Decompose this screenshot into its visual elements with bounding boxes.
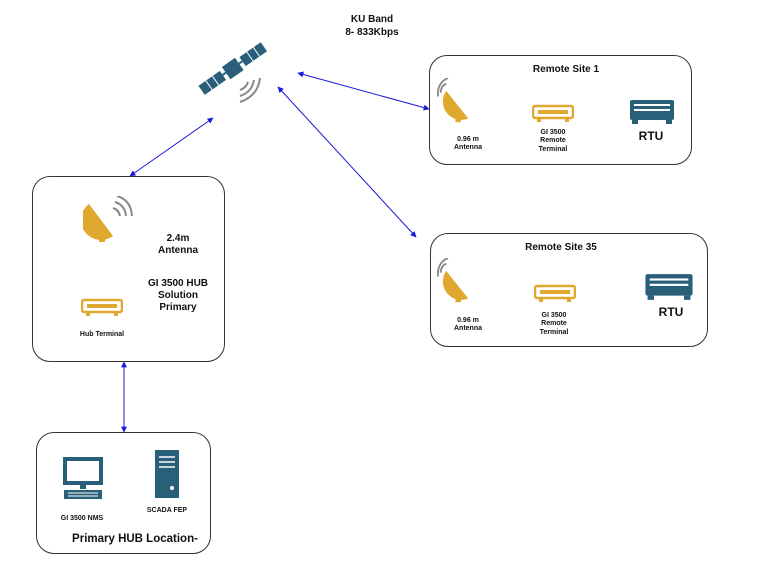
remote-site-1-terminal-label: GI 3500 Remote Terminal [538,129,568,153]
remote-site-1-terminal-icon [532,104,574,122]
nms-label: GI 3500 NMS [60,515,104,522]
remote-site-1-rtu-label: RTU [638,129,664,143]
hub-antenna-label: 2.4m Antenna [158,233,198,256]
remote-site-35-antenna-label: 0.96 m Antenna [454,317,482,333]
band-label: KU Band [350,14,394,25]
remote-site-1-antenna-label: 0.96 m Antenna [454,136,482,152]
hub-solution-label: GI 3500 HUB Solution Primary [147,278,209,313]
computer-icon [63,457,103,499]
remote-site-35-rtu-icon [645,274,693,300]
remote-site-35-terminal-icon [534,284,576,302]
remote-site-1-title: Remote Site 1 [532,64,600,75]
server-icon [155,450,179,498]
remote-site-35-terminal-label: GI 3500 Remote Terminal [539,312,569,336]
terminal-icon [81,298,123,316]
primary-location-title: Primary HUB Location- [72,533,198,545]
remote-site-35-title: Remote Site 35 [525,242,597,253]
remote-site-1-dish-antenna-icon [437,78,469,123]
remote-site-1-rtu-icon [630,100,674,124]
remote-site-35-dish-antenna-icon [437,258,469,303]
link-satellite-remote-1 [297,71,430,111]
hub-box [32,176,225,362]
hub-terminal-label: Hub Terminal [79,331,125,338]
rate-label: 8- 833Kbps [345,27,399,38]
fep-label: SCADA FEP [146,507,188,514]
link-satellite-remote-35 [277,86,417,238]
satellite-icon [198,42,268,103]
link-satellite-hub [129,117,214,177]
remote-site-35-rtu-label: RTU [658,305,684,319]
dish-antenna-icon [83,196,133,242]
